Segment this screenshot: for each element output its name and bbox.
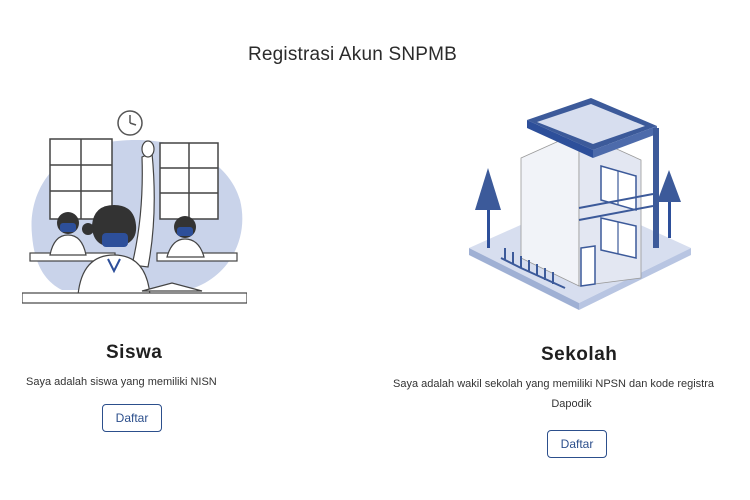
students-classroom-illustration: [22, 110, 247, 304]
card-description-sekolah: Saya adalah wakil sekolah yang memiliki …: [393, 374, 750, 414]
daftar-sekolah-button[interactable]: Daftar: [547, 430, 607, 458]
card-title-sekolah: Sekolah: [541, 344, 618, 365]
tree-icon: [475, 168, 501, 248]
tree-icon: [657, 170, 681, 238]
daftar-siswa-button[interactable]: Daftar: [102, 404, 162, 432]
card-description-sekolah-line1: Saya adalah wakil sekolah yang memiliki …: [393, 378, 714, 390]
card-description-siswa: Saya adalah siswa yang memiliki NISN: [26, 376, 217, 388]
school-building-illustration: [469, 98, 691, 310]
card-sekolah: Sekolah Saya adalah wakil sekolah yang m…: [375, 0, 750, 500]
page-title: Registrasi Akun SNPMB: [247, 44, 458, 65]
card-description-sekolah-line2: Dapodik: [551, 398, 592, 410]
card-title-siswa: Siswa: [106, 342, 163, 363]
card-siswa: Siswa Saya adalah siswa yang memiliki NI…: [22, 110, 247, 432]
clock-icon: [117, 110, 143, 136]
